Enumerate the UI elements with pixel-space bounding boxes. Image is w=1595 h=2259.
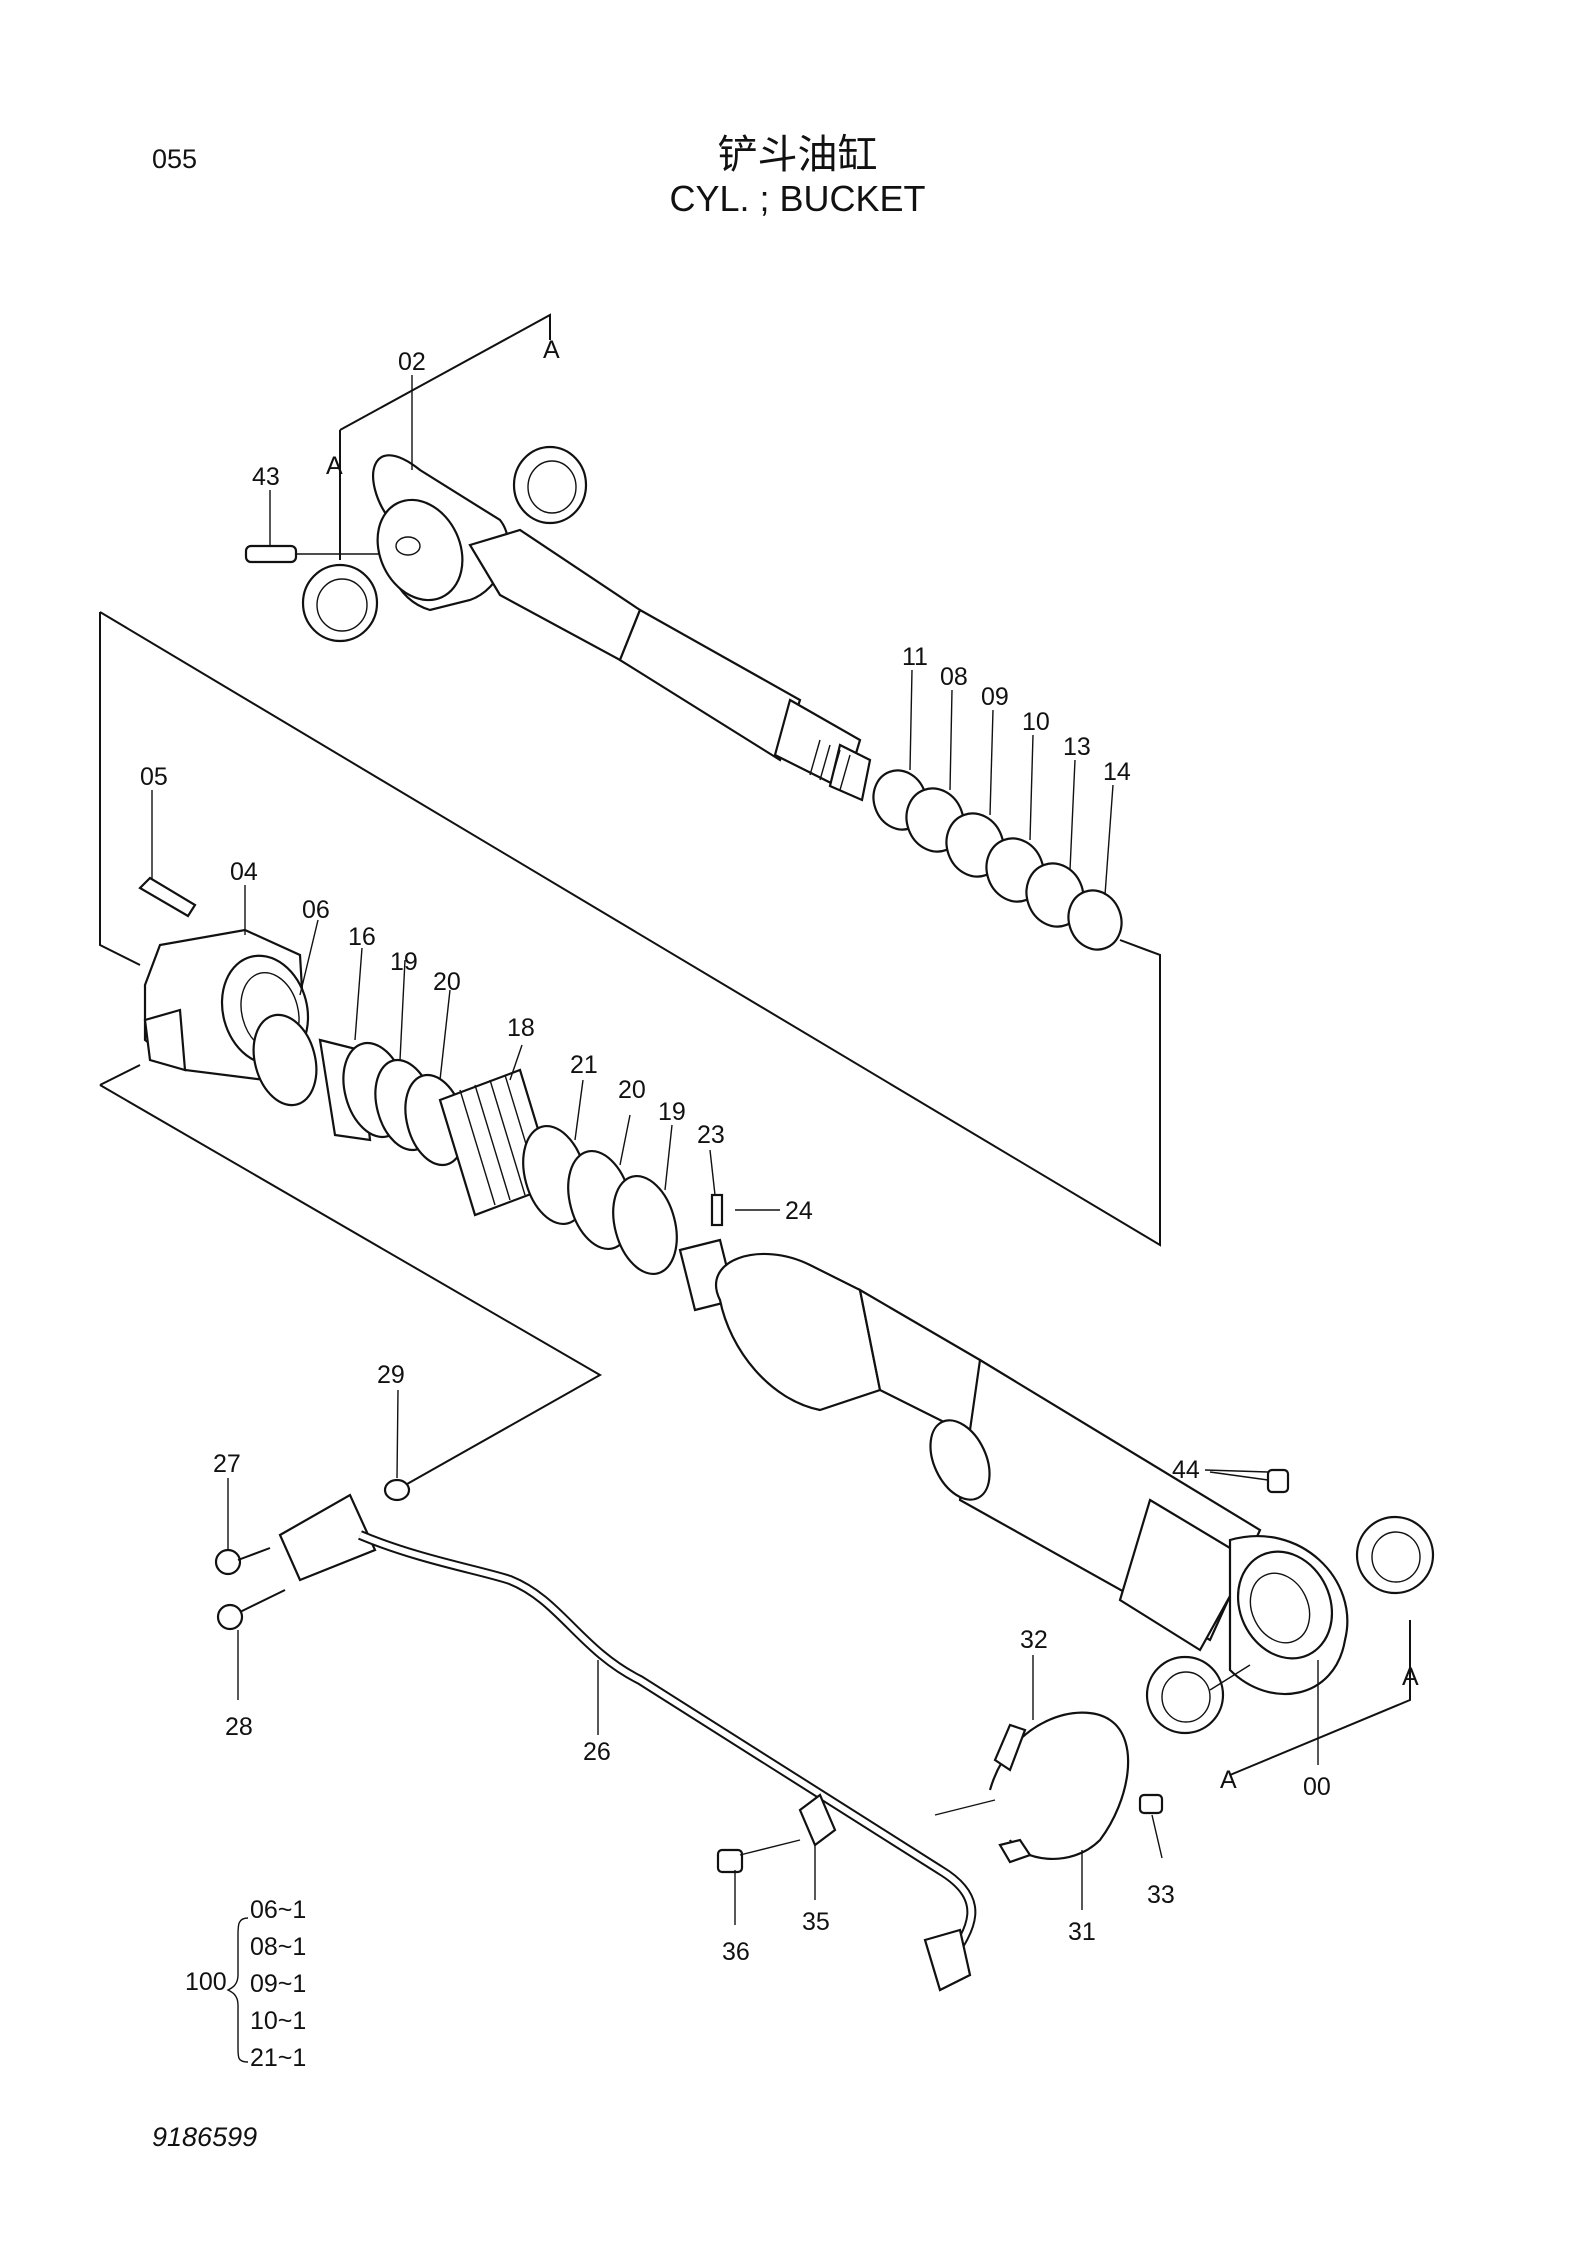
callout-13: 13 bbox=[1063, 733, 1091, 761]
bolt bbox=[1138, 1793, 1164, 1815]
kit-item: 21~1 bbox=[250, 2044, 306, 2072]
section-mark-a: A bbox=[1220, 1766, 1237, 1794]
kit-item: 09~1 bbox=[250, 1970, 306, 1998]
kit-id: 100 bbox=[185, 1968, 227, 1996]
callout-08: 08 bbox=[940, 663, 968, 691]
callout-10: 10 bbox=[1022, 708, 1050, 736]
callout-28: 28 bbox=[225, 1713, 253, 1741]
piston-seal-stack bbox=[252, 1013, 737, 1312]
callout-00: 00 bbox=[1303, 1773, 1331, 1801]
bolt bbox=[716, 1848, 744, 1874]
hydraulic-pipe bbox=[278, 1493, 977, 1992]
kit-item: 06~1 bbox=[250, 1896, 306, 1924]
bushing bbox=[301, 563, 379, 643]
callout-32: 32 bbox=[1020, 1626, 1048, 1654]
o-ring bbox=[383, 1478, 411, 1502]
callout-19: 19 bbox=[390, 948, 418, 976]
title-chinese: 铲斗油缸 bbox=[717, 132, 878, 178]
document-number: 9186599 bbox=[152, 2122, 258, 2152]
bolt bbox=[138, 876, 197, 918]
rod-seal-rings bbox=[872, 769, 1123, 951]
pipe-clip bbox=[798, 1793, 837, 1847]
title-english: CYL. ; BUCKET bbox=[669, 178, 926, 219]
section-mark-a: A bbox=[326, 452, 343, 480]
page-number: 055 bbox=[152, 144, 198, 174]
callout-43: 43 bbox=[252, 463, 280, 491]
callout-19: 19 bbox=[658, 1098, 686, 1126]
callout-18: 18 bbox=[507, 1014, 535, 1042]
assembly-frame-lines bbox=[99, 313, 1411, 1776]
callout-33: 33 bbox=[1147, 1881, 1175, 1909]
cylinder-tube bbox=[715, 1252, 1349, 1695]
seal-kit-list: 100 06~1 08~1 09~1 10~1 21~1 bbox=[185, 1896, 306, 2072]
section-mark-a: A bbox=[1402, 1663, 1419, 1691]
callout-02: 02 bbox=[398, 348, 426, 376]
grease-fitting bbox=[1209, 1468, 1290, 1494]
callout-05: 05 bbox=[140, 763, 168, 791]
callout-labels: 02 43 05 04 06 16 19 20 18 21 20 19 23 2… bbox=[140, 348, 1331, 1966]
callout-24: 24 bbox=[785, 1197, 813, 1225]
section-mark-a: A bbox=[543, 336, 560, 364]
callout-06: 06 bbox=[302, 896, 330, 924]
callout-36: 36 bbox=[722, 1938, 750, 1966]
callout-21: 21 bbox=[570, 1051, 598, 1079]
callout-20: 20 bbox=[433, 968, 461, 996]
pipe-clamp bbox=[934, 1711, 1130, 1864]
piston-rod-assembly bbox=[372, 454, 872, 802]
callout-04: 04 bbox=[230, 858, 258, 886]
kit-item: 08~1 bbox=[250, 1933, 306, 1961]
bolt-head bbox=[216, 1603, 244, 1631]
callout-14: 14 bbox=[1103, 758, 1131, 786]
callout-16: 16 bbox=[348, 923, 376, 951]
callout-09: 09 bbox=[981, 683, 1009, 711]
callout-31: 31 bbox=[1068, 1918, 1096, 1946]
callout-23: 23 bbox=[697, 1121, 725, 1149]
callout-27: 27 bbox=[213, 1450, 241, 1478]
leader-lines bbox=[151, 375, 1319, 1925]
callout-20: 20 bbox=[618, 1076, 646, 1104]
kit-item: 10~1 bbox=[250, 2007, 306, 2035]
callout-11: 11 bbox=[902, 643, 928, 671]
callout-26: 26 bbox=[583, 1738, 611, 1766]
bolt-head bbox=[214, 1548, 242, 1576]
bushing bbox=[512, 445, 588, 525]
grease-fitting bbox=[244, 544, 380, 564]
callout-29: 29 bbox=[377, 1361, 405, 1389]
callout-44: 44 bbox=[1172, 1456, 1200, 1484]
callout-35: 35 bbox=[802, 1908, 830, 1936]
rod-thread bbox=[809, 739, 851, 791]
